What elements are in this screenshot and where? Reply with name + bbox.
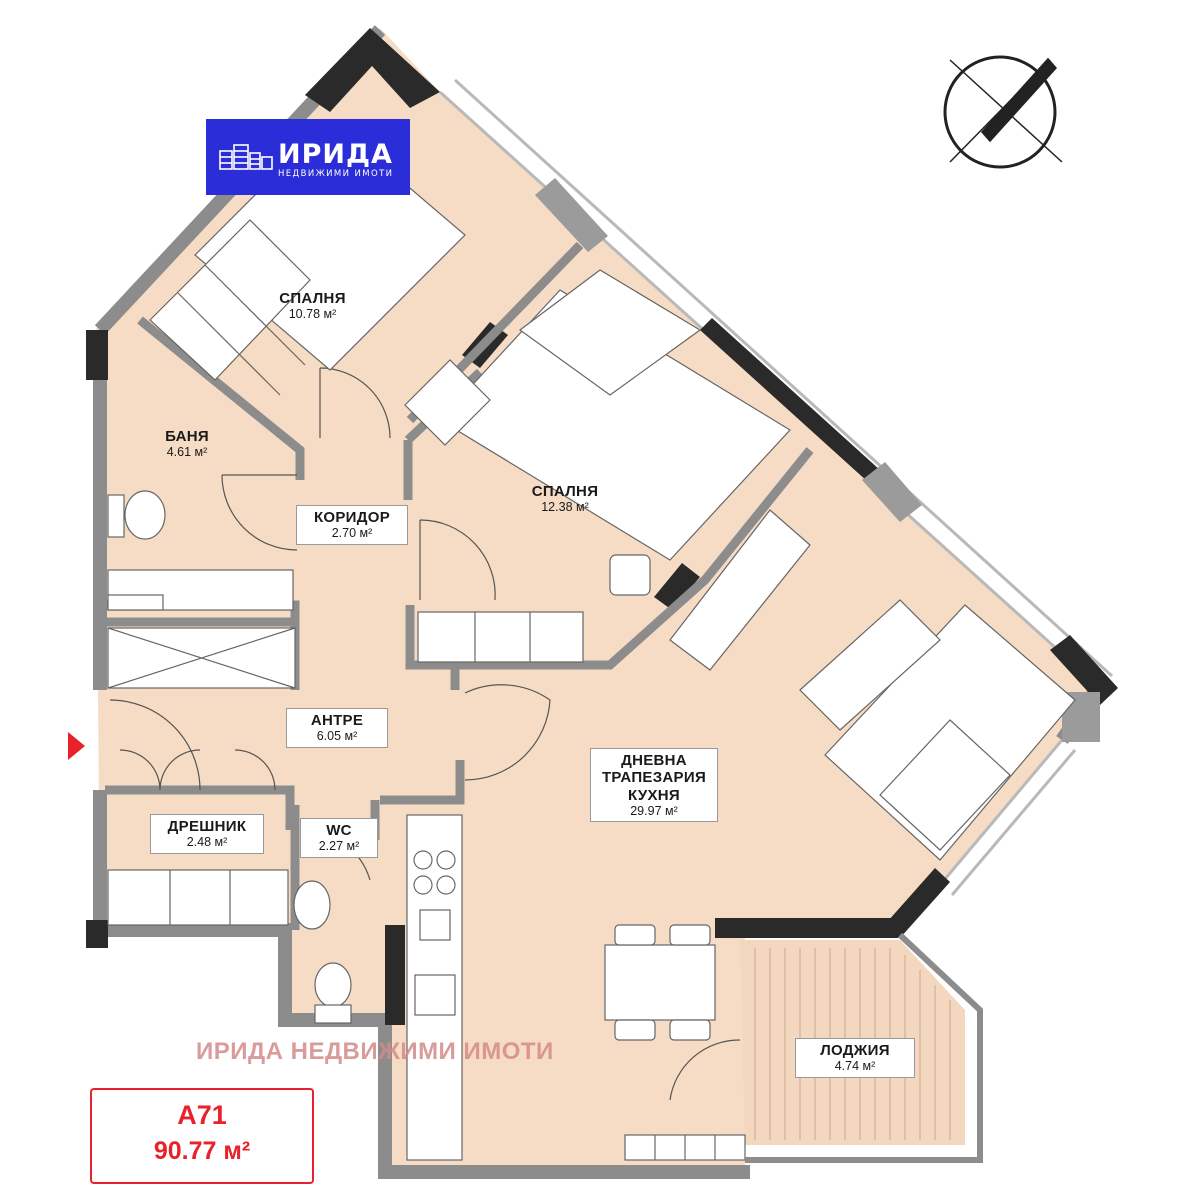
room-name: КУХНЯ <box>628 786 680 804</box>
room-label-corridor: КОРИДОР 2.70 м² <box>296 505 408 545</box>
logo-subtitle: НЕДВИЖИМИ ИМОТИ <box>278 169 394 179</box>
structural-columns <box>86 28 1118 1025</box>
bathroom-fixtures <box>107 490 352 1024</box>
room-name: АНТРЕ <box>310 712 364 729</box>
room-name: БАНЯ <box>165 428 209 445</box>
company-logo: ИРИДА НЕДВИЖИМИ ИМОТИ <box>206 119 410 195</box>
room-area: 2.48 м² <box>186 835 228 850</box>
room-label-wardrobe: ДРЕШНИК 2.48 м² <box>150 814 264 854</box>
room-name: СПАЛНЯ <box>531 483 599 500</box>
desk-furniture <box>417 509 811 671</box>
room-area: 29.97 м² <box>630 803 678 818</box>
room-label-hall: АНТРЕ 6.05 м² <box>286 708 388 748</box>
room-label-living: ДНЕВНА ТРАПЕЗАРИЯ КУХНЯ 29.97 м² <box>590 748 718 823</box>
room-label-bathroom: БАНЯ 4.61 м² <box>147 428 227 460</box>
north-compass-icon <box>943 55 1063 169</box>
room-name: ТРАПЕЗАРИЯ <box>601 769 707 787</box>
entrance-arrow-icon <box>68 732 85 760</box>
room-area: 2.70 м² <box>331 526 373 541</box>
room-area: 10.78 м² <box>288 307 337 322</box>
room-area: 6.05 м² <box>316 729 358 744</box>
room-name: WC <box>326 822 352 839</box>
room-label-wc: WC 2.27 м² <box>300 818 378 858</box>
sofa-furniture <box>799 599 1076 861</box>
room-area: 2.27 м² <box>318 839 360 854</box>
watermark-text: ИРИДА НЕДВИЖИМИ ИМОТИ <box>196 1038 554 1065</box>
room-name: КОРИДОР <box>313 509 391 526</box>
loggia-railing <box>745 932 983 1163</box>
room-name: ДРЕШНИК <box>167 818 247 835</box>
unit-total-area: 90.77 м² <box>153 1137 251 1165</box>
dining-table <box>604 924 716 1041</box>
room-area: 4.74 м² <box>834 1059 876 1074</box>
door-swings <box>109 367 741 1101</box>
room-area: 4.61 м² <box>166 445 208 460</box>
unit-info-box: А71 90.77 м² <box>90 1088 314 1184</box>
logo-name: ИРИДА <box>278 139 393 170</box>
unit-code: А71 <box>177 1100 227 1130</box>
room-area: 12.38 м² <box>541 500 589 515</box>
bed-furniture-2 <box>404 269 791 561</box>
room-label-bedroom-1: СПАЛНЯ 10.78 м² <box>250 290 375 322</box>
room-name: СПАЛНЯ <box>279 290 346 307</box>
room-label-bedroom-2: СПАЛНЯ 12.38 м² <box>505 483 625 515</box>
room-name: ДНЕВНА <box>621 752 687 769</box>
room-name: ЛОДЖИЯ <box>820 1042 890 1059</box>
kitchen-counter <box>406 814 746 1161</box>
building-logo-icon <box>219 144 273 170</box>
room-label-loggia: ЛОДЖИЯ 4.74 м² <box>795 1038 915 1078</box>
